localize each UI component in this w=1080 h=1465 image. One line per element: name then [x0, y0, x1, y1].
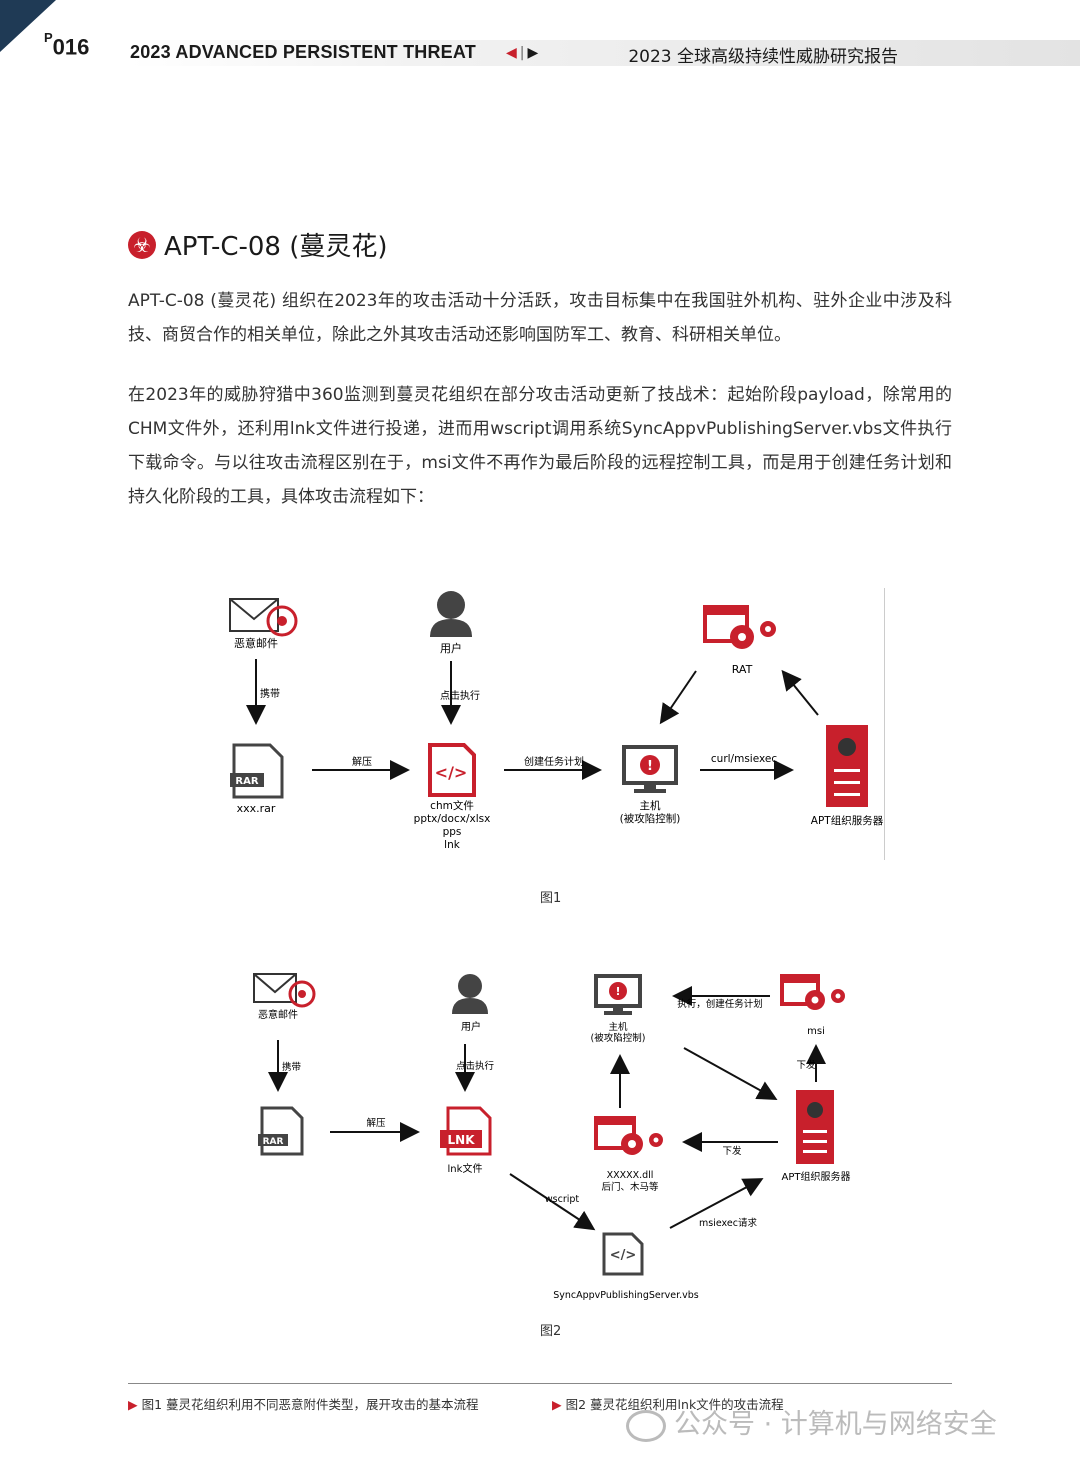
rat-label: RAT	[732, 663, 753, 676]
apt-server-icon	[796, 1090, 834, 1164]
figure-border	[884, 588, 885, 860]
svg-text:!: !	[647, 759, 653, 774]
arrow-msiexec	[669, 1178, 764, 1229]
vbs-file-icon: </>	[602, 1232, 644, 1276]
header-title-cn: 2023 全球高级持续性威胁研究报告	[628, 47, 898, 67]
page-nav: ◀|▶	[506, 45, 538, 61]
arrow-server-rat	[781, 669, 819, 716]
user-label: 用户	[461, 1020, 481, 1033]
biohazard-icon: ☣	[128, 230, 156, 259]
triangle-bullet-icon: ▶	[552, 1397, 562, 1412]
lnk-label: lnk文件	[448, 1162, 483, 1175]
host-label-2: (被攻陷控制)	[591, 1032, 646, 1044]
footer-note-2: ▶图2 蔓灵花组织利用lnk文件的攻击流程	[552, 1397, 784, 1412]
svg-text:!: !	[615, 985, 620, 998]
malicious-mail-icon	[229, 598, 298, 637]
header-title-en: 2023 ADVANCED PERSISTENT THREAT	[130, 42, 476, 62]
attack-flow-diagram-1: 恶意邮件 携带 用户 点击执行 RAT RAR xxx.rar 解压 </> c…	[229, 591, 884, 851]
attack-flow-diagram-2: 恶意邮件 携带 RAR 解压 用户 点击执行 LNK lnk文件 wscript…	[253, 973, 851, 1301]
section-title: ☣ APT-C-08 (蔓灵花)	[128, 226, 388, 263]
figure2-caption: 图2	[540, 1324, 562, 1339]
rat-window-icon	[703, 605, 776, 649]
arrow-rat-host	[659, 670, 697, 725]
next-page-icon[interactable]: ▶	[527, 45, 539, 61]
edge-curl-label: curl/msiexec	[711, 753, 777, 765]
page-header: P016 2023 ADVANCED PERSISTENT THREAT ◀|▶…	[0, 30, 1080, 70]
rar-file-icon: RAR	[258, 1106, 304, 1156]
chm-file-icon: </>	[428, 743, 476, 797]
chm-label-1: chm文件	[430, 799, 474, 812]
host-label-1: 主机	[640, 799, 661, 812]
edge-unzip-label: 解压	[366, 1117, 386, 1129]
wechat-icon	[626, 1409, 666, 1442]
nav-separator: |	[519, 45, 525, 61]
mail-label: 恶意邮件	[234, 636, 278, 650]
svg-text:</>: </>	[435, 763, 468, 782]
host-monitor-icon: !	[622, 745, 678, 793]
svg-text:LNK: LNK	[448, 1133, 476, 1147]
msi-label: msi	[807, 1026, 825, 1037]
dll-window-icon	[594, 1116, 663, 1155]
edge-click-label: 点击执行	[456, 1060, 495, 1072]
server-label: APT组织服务器	[782, 1170, 851, 1183]
edge-task-label: 创建任务计划	[524, 755, 584, 768]
watermark: 公众号 · 计算机与网络安全	[626, 1402, 997, 1442]
edge-unzip-label: 解压	[352, 755, 372, 768]
arrow-host-server	[683, 1047, 778, 1100]
dll-label-1: XXXXX.dll	[607, 1170, 654, 1181]
dll-label-2: 后门、木马等	[601, 1181, 659, 1193]
edge-exec-task-label: 执行，创建任务计划	[677, 998, 763, 1010]
footer-divider	[128, 1383, 952, 1384]
prev-page-icon[interactable]: ◀	[506, 45, 517, 61]
footer-note-1: ▶图1 蔓灵花组织利用不同恶意附件类型，展开攻击的基本流程	[128, 1397, 479, 1412]
figure1-caption: 图1	[540, 891, 562, 906]
host-label-1: 主机	[608, 1021, 628, 1033]
chm-label-2: pptx/docx/xlsx	[414, 813, 491, 825]
svg-text:RAR: RAR	[235, 776, 258, 787]
chm-label-4: lnk	[444, 839, 461, 851]
edge-issue1-label: 下发	[796, 1059, 816, 1071]
triangle-bullet-icon: ▶	[128, 1397, 138, 1412]
svg-text:RAR: RAR	[263, 1137, 284, 1147]
msi-window-icon	[780, 974, 845, 1010]
host-monitor-icon: !	[594, 974, 642, 1015]
arrow-wscript	[509, 1173, 596, 1231]
edge-carry-label: 携带	[282, 1061, 302, 1073]
paragraph-1: APT-C-08 (蔓灵花) 组织在2023年的攻击活动十分活跃，攻击目标集中在…	[128, 291, 952, 345]
apt-server-icon	[826, 725, 868, 807]
rar-file-icon: RAR	[230, 743, 284, 799]
corner-decoration	[0, 0, 56, 52]
user-label: 用户	[440, 641, 462, 655]
edge-issue2-label: 下发	[722, 1145, 742, 1157]
lnk-file-icon: LNK	[440, 1106, 492, 1156]
edge-wscript-label: wscript	[545, 1194, 580, 1205]
host-label-2: (被攻陷控制)	[620, 812, 681, 825]
section-title-text: APT-C-08 (蔓灵花)	[164, 232, 388, 262]
malicious-mail-icon	[253, 973, 316, 1008]
svg-text:</>: </>	[610, 1248, 637, 1263]
header-bar	[130, 40, 1080, 66]
paragraph-2: 在2023年的威胁狩猎中360监测到蔓灵花组织在部分攻击活动更新了技战术：起始阶…	[128, 385, 952, 507]
edge-carry-label: 携带	[260, 687, 280, 700]
page-number: P016	[44, 30, 90, 60]
user-icon	[430, 591, 472, 637]
vbs-label: SyncAppvPublishingServer.vbs	[553, 1290, 699, 1301]
rar-label: xxx.rar	[237, 802, 276, 815]
user-icon	[452, 974, 488, 1014]
server-label: APT组织服务器	[811, 814, 884, 827]
mail-label: 恶意邮件	[258, 1008, 298, 1021]
edge-msiexec-label: msiexec请求	[699, 1217, 757, 1229]
edge-click-label: 点击执行	[440, 689, 480, 702]
chm-label-3: pps	[443, 826, 462, 838]
